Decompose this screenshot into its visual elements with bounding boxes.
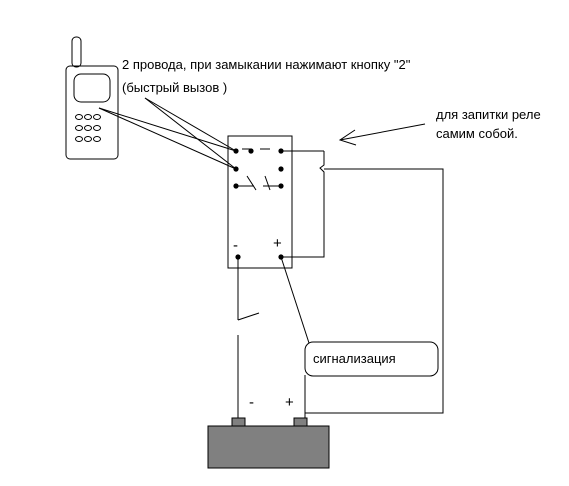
phone-icon <box>65 36 119 160</box>
latch-annotation-line2: самим собой. <box>436 126 518 141</box>
ground-wire-with-switch <box>237 257 260 422</box>
alarm-box: сигнализация <box>304 341 439 377</box>
battery-plus-label: + <box>285 394 294 411</box>
relay-contacts <box>233 148 284 191</box>
latch-arrow <box>338 123 426 146</box>
phone-wires <box>98 97 237 170</box>
latch-annotation-line1: для запитки реле <box>436 107 541 122</box>
battery <box>207 417 330 469</box>
phone-keypad <box>75 114 101 142</box>
battery-minus-label: - <box>249 394 254 411</box>
wires-annotation-line2: (быстрый вызов ) <box>122 80 227 95</box>
relay-body <box>227 135 293 269</box>
latch-wiring <box>281 150 444 414</box>
relay-plus-label: + <box>273 235 282 252</box>
wires-annotation-line1: 2 провода, при замыкании нажимают кнопку… <box>122 57 411 72</box>
relay-minus-label: - <box>233 237 238 254</box>
alarm-label: сигнализация <box>313 351 396 366</box>
plus-wire <box>280 256 310 422</box>
